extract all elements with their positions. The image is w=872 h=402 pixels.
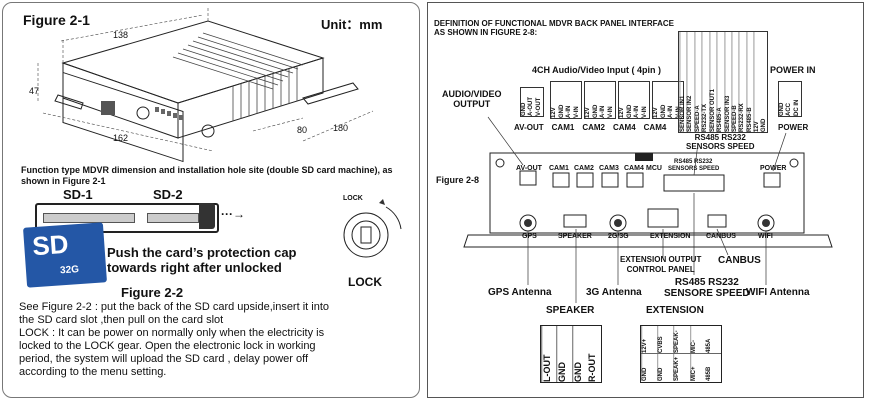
arrow-right-icon: ···→	[221, 207, 245, 221]
panel-canbus: CANBUS	[706, 233, 736, 240]
back-panel-drawing	[463, 116, 833, 303]
instruction-body: See Figure 2-2 : put the back of the SD …	[19, 301, 330, 378]
right-panel: DEFINITION OF FUNCTIONAL MDVR BACK PANEL…	[427, 2, 864, 398]
panel-extension: EXTENSION	[650, 233, 691, 240]
left-panel: Figure 2-1 Unit：mm	[2, 2, 420, 398]
extension-title: EXTENSION	[646, 305, 704, 316]
extension-pinout: 12V+ CVBS SPEAK- MIC- 485A GND GND SPEAK…	[640, 325, 722, 383]
dim-180: 180	[333, 123, 349, 133]
sd1-label: SD-1	[63, 187, 93, 202]
mdvr-dimension-drawing	[37, 8, 374, 163]
panel-cam1: CAM1	[549, 165, 569, 172]
sensor-pin-grid: SENSOR IN1 SENSOR IN2 SPEED-A RS232-TX S…	[678, 31, 768, 133]
sd-card-icon: SD 32G	[23, 222, 107, 288]
wifi-antenna-callout: WIFI Antenna	[746, 287, 810, 298]
connector-labels: AV-OUT CAM1 CAM2 CAM4 CAM4	[514, 123, 667, 132]
dim-162: 162	[113, 133, 129, 143]
extension-output-callout: EXTENSION OUTPUT CONTROL PANEL	[620, 255, 702, 274]
back-panel-heading: DEFINITION OF FUNCTIONAL MDVR BACK PANEL…	[434, 19, 674, 37]
rs-sensor-label: RS485 RS232 SENSORS SPEED	[686, 133, 755, 151]
figure-2-8-label: Figure 2-8	[436, 175, 480, 185]
lock-small-label: LOCK	[343, 195, 363, 202]
speaker-title: SPEAKER	[546, 305, 595, 316]
lock-label: LOCK	[348, 275, 382, 289]
input-title: 4CH Audio/Video Input ( 4pin )	[532, 65, 661, 75]
av-output-title: AUDIO/VIDEO OUTPUT	[442, 89, 502, 109]
dim-138: 138	[113, 30, 129, 40]
dim-47: 47	[29, 86, 40, 96]
panel-speaker: SPEAKER	[558, 233, 592, 240]
unit-label: Unit：mm	[321, 17, 383, 32]
dim-80: 80	[297, 125, 308, 135]
lock-dial-icon	[343, 199, 402, 258]
canbus-callout: CANBUS	[718, 255, 761, 266]
speaker-pinout: L-OUT GND GND R-OUT	[540, 325, 602, 383]
panel-mcu: MCU	[646, 165, 662, 172]
panel-rs-small: RS485 RS232	[674, 159, 713, 165]
power-in-title: POWER IN	[770, 65, 816, 75]
panel-av-out: AV-OUT	[516, 165, 542, 172]
panel-cam4: CAM4	[624, 165, 644, 172]
figure-2-1-caption: Function type MDVR dimension and install…	[21, 165, 393, 186]
panel-sensors-small: SENSORS SPEED	[668, 166, 720, 172]
figure-2-1-title: Figure 2-1	[23, 12, 90, 28]
3g-antenna-callout: 3G Antenna	[586, 287, 642, 298]
panel-gps: GPS	[522, 233, 537, 240]
panel-3g: 2G/3G	[608, 233, 629, 240]
panel-cam2: CAM2	[574, 165, 594, 172]
panel-power: POWER	[760, 165, 787, 172]
av-out-pins: GND A-OUT V-OUT	[520, 87, 544, 117]
power-pins: GND ACC DC IN	[778, 81, 802, 117]
power-label: POWER	[778, 123, 809, 132]
panel-cam3: CAM3	[599, 165, 619, 172]
figure-2-2-title: Figure 2-2	[121, 285, 184, 300]
panel-wifi: WIFI	[758, 233, 773, 240]
sd2-label: SD-2	[153, 187, 183, 202]
push-instruction: Push the card’s protection cap towards r…	[107, 245, 297, 275]
gps-antenna-callout: GPS Antenna	[488, 287, 552, 298]
rs-callout: RS485 RS232 SENSORE SPEED	[664, 277, 750, 299]
